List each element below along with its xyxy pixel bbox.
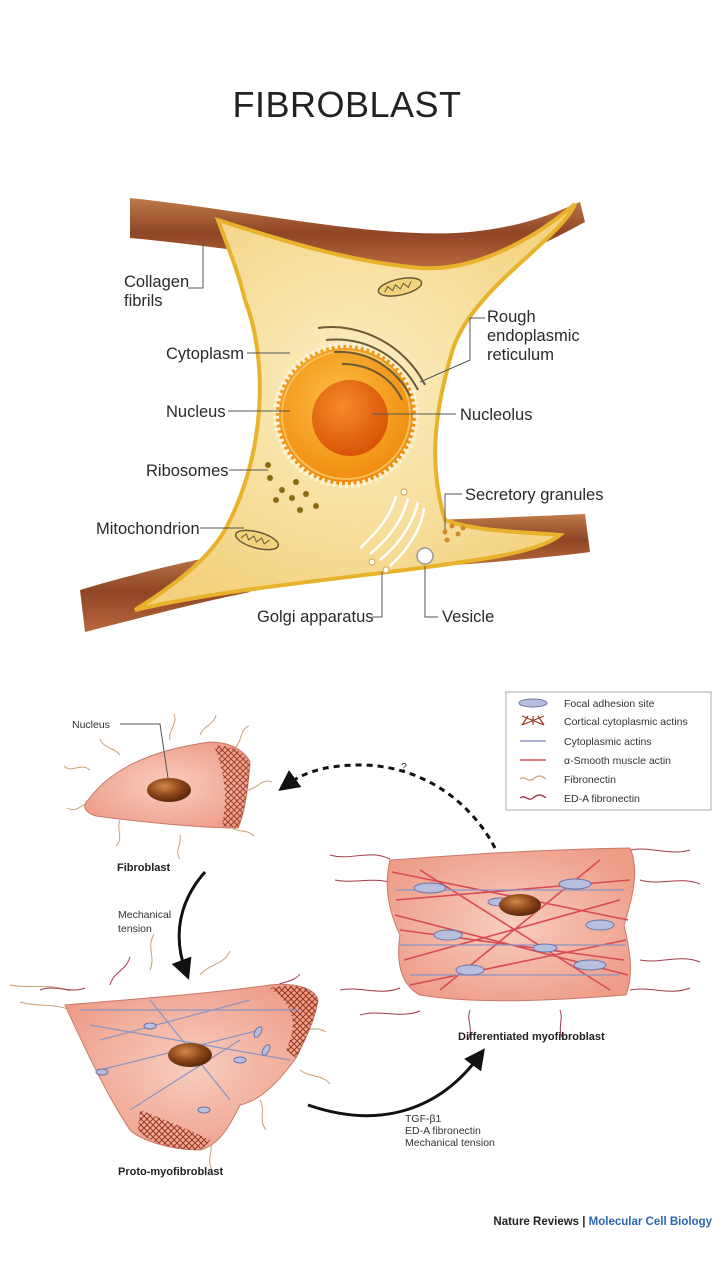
secretory-granules	[442, 523, 466, 543]
label-collagen-line1: Collagen	[124, 273, 189, 291]
fibroblast-cell-small	[63, 713, 273, 860]
proto-nucleus	[168, 1043, 212, 1067]
legend: Focal adhesion site Cortical cytoplasmic…	[505, 691, 712, 811]
proto-cortical-actin-right	[270, 985, 318, 1058]
label-proto-myofibroblast: Proto-myofibroblast	[118, 1166, 223, 1178]
legend-box	[505, 691, 712, 811]
cortical-actin-icon	[521, 715, 545, 726]
golgi-apparatus	[359, 495, 426, 567]
legend-label-eda-fibronectin: ED-A fibronectin	[564, 793, 640, 805]
credit-journal: Nature Reviews	[493, 1216, 579, 1228]
diagram-title: FIBROBLAST	[232, 84, 461, 125]
legend-label-cortical-actins: Cortical cytoplasmic actins	[564, 716, 688, 728]
label-mitochondrion: Mitochondrion	[96, 520, 200, 538]
label-secretory-granules: Secretory granules	[465, 486, 604, 504]
label-differentiated-myofibroblast: Differentiated myofibroblast	[458, 1031, 605, 1043]
ribosomes	[265, 462, 319, 513]
label-small-nucleus: Nucleus	[72, 719, 110, 731]
nucleus-leader	[120, 723, 169, 779]
differentiated-nucleus	[499, 894, 541, 916]
mitochondrion	[234, 529, 280, 551]
arrow-proto-to-differentiated	[307, 1048, 485, 1118]
eda-fibronectin-icon	[519, 794, 547, 800]
legend-label-smooth-muscle-actin: α-Smooth muscle actin	[564, 755, 671, 767]
label-rer-line2: endoplasmic	[487, 327, 580, 345]
label-ribosomes: Ribosomes	[146, 462, 229, 480]
fibronectin-icon	[519, 775, 547, 781]
label-mechanical-line2: tension	[118, 923, 152, 935]
dashed-arrow-reversion	[278, 763, 497, 849]
rough-endoplasmic-reticulum	[317, 326, 426, 401]
label-rer-line1: Rough	[487, 308, 536, 326]
label-nucleus: Nucleus	[166, 403, 226, 421]
top-leader-lines	[188, 242, 485, 618]
fibroblast-nucleus	[147, 778, 191, 802]
vesicle	[416, 547, 434, 565]
credit-separator: |	[579, 1216, 589, 1228]
proto-focal-adhesions	[95, 1022, 271, 1114]
legend-label-focal-adhesion: Focal adhesion site	[564, 698, 655, 710]
proto-cortical-actin-bottom	[138, 1110, 210, 1150]
label-nucleolus: Nucleolus	[460, 406, 532, 424]
label-fibroblast: Fibroblast	[117, 862, 171, 874]
nucleolus	[312, 380, 388, 456]
label-rer-line3: reticulum	[487, 346, 554, 364]
label-golgi: Golgi apparatus	[257, 608, 374, 626]
label-question-mark: ?	[401, 761, 407, 773]
differentiated-myofibroblast-cell	[329, 847, 701, 1041]
credit-subtitle: Molecular Cell Biology	[589, 1216, 713, 1228]
label-collagen-line2: fibrils	[124, 292, 163, 310]
legend-label-cytoplasmic-actins: Cytoplasmic actins	[564, 736, 652, 748]
label-mechanical-tension-stimulus: Mechanical tension	[405, 1137, 495, 1149]
label-mechanical-line1: Mechanical	[118, 909, 171, 921]
nucleus-envelope	[281, 350, 411, 480]
label-eda-fibronectin-stimulus: ED-A fibronectin	[405, 1125, 481, 1137]
fibroblast-cortical-actin	[214, 745, 250, 828]
label-vesicle: Vesicle	[442, 608, 494, 626]
golgi-vesicles	[368, 488, 408, 574]
proto-myofibroblast-cell	[9, 933, 331, 1171]
mitochondrion-upper	[377, 277, 423, 297]
legend-label-fibronectin: Fibronectin	[564, 774, 616, 786]
focal-adhesion-icon	[518, 698, 548, 708]
label-tgf-beta1: TGF-β1	[405, 1113, 442, 1125]
arrow-fibroblast-to-proto	[171, 871, 207, 980]
source-credit: Nature Reviews | Molecular Cell Biology	[493, 1216, 712, 1228]
label-cytoplasm: Cytoplasm	[166, 345, 244, 363]
